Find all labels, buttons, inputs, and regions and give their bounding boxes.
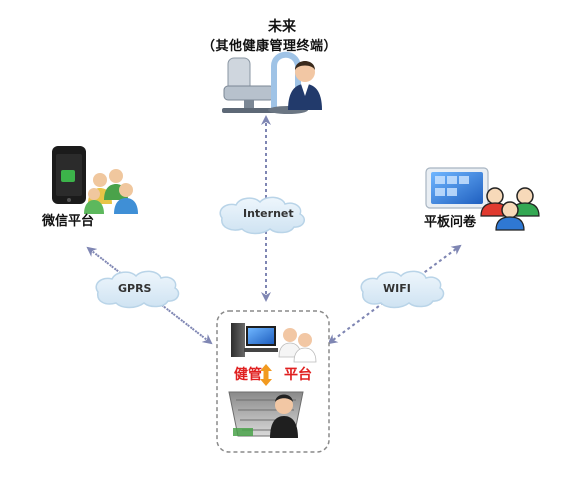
hub-user-head [275, 396, 293, 414]
wechat-platform-label: 微信平台 [42, 214, 95, 229]
phone-button [67, 198, 71, 202]
server-monitor-screen [248, 328, 274, 344]
gprs-label: GPRS [118, 282, 152, 295]
gprs-cloud [95, 270, 180, 309]
user-blue-body [495, 216, 525, 231]
hub-doctor-1-head [283, 328, 297, 342]
server-tower [231, 323, 245, 357]
chair-seat [223, 85, 275, 101]
chair-foot [222, 108, 278, 113]
hub-doctor-2-body [293, 347, 317, 363]
user-blue-head [501, 201, 519, 219]
person-2-head [109, 169, 123, 183]
person-3-head [119, 183, 133, 197]
wechat-illustration [52, 146, 138, 214]
future-terminal-illustration [222, 51, 322, 114]
wifi-label: WIFI [383, 282, 411, 295]
doctor-hair [295, 61, 315, 70]
wechat-app-icon [61, 170, 75, 182]
hub-label-right: 平台 [284, 367, 312, 383]
user-red-head [486, 187, 504, 205]
hub-platform-label: 健管 平台 [221, 364, 325, 384]
wifi-cloud [360, 270, 445, 309]
future-terminal-subtitle: （其他健康管理终端） [202, 39, 338, 54]
arrow-hub-to-wechat [86, 246, 212, 344]
chair-base [244, 100, 254, 110]
basket-green-band [233, 428, 253, 436]
server-keyboard [244, 348, 278, 352]
internet-label: Internet [243, 207, 294, 220]
internet-cloud [219, 196, 305, 235]
tablet-illustration [425, 167, 540, 231]
person-3-body [114, 198, 138, 214]
bidirectional-arrow-icon [260, 364, 272, 386]
doctor-head [295, 62, 315, 82]
person-4-head [88, 188, 100, 200]
hub-doctor-2-head [298, 333, 312, 347]
hub-user-body [270, 416, 298, 438]
doctor-body [288, 84, 322, 110]
hub-label-left: 健管 [234, 367, 262, 383]
person-4-body [84, 200, 104, 214]
hub-platform [216, 310, 330, 453]
tablet-survey-label: 平板问卷 [424, 215, 477, 230]
user-green-head [516, 187, 534, 205]
future-terminal-title: 未来 [268, 19, 296, 35]
doctor-shirt [301, 84, 309, 96]
hub-user-hair [275, 394, 293, 402]
person-1-head [93, 173, 107, 187]
arrow-wechat-to-hub [87, 247, 213, 345]
